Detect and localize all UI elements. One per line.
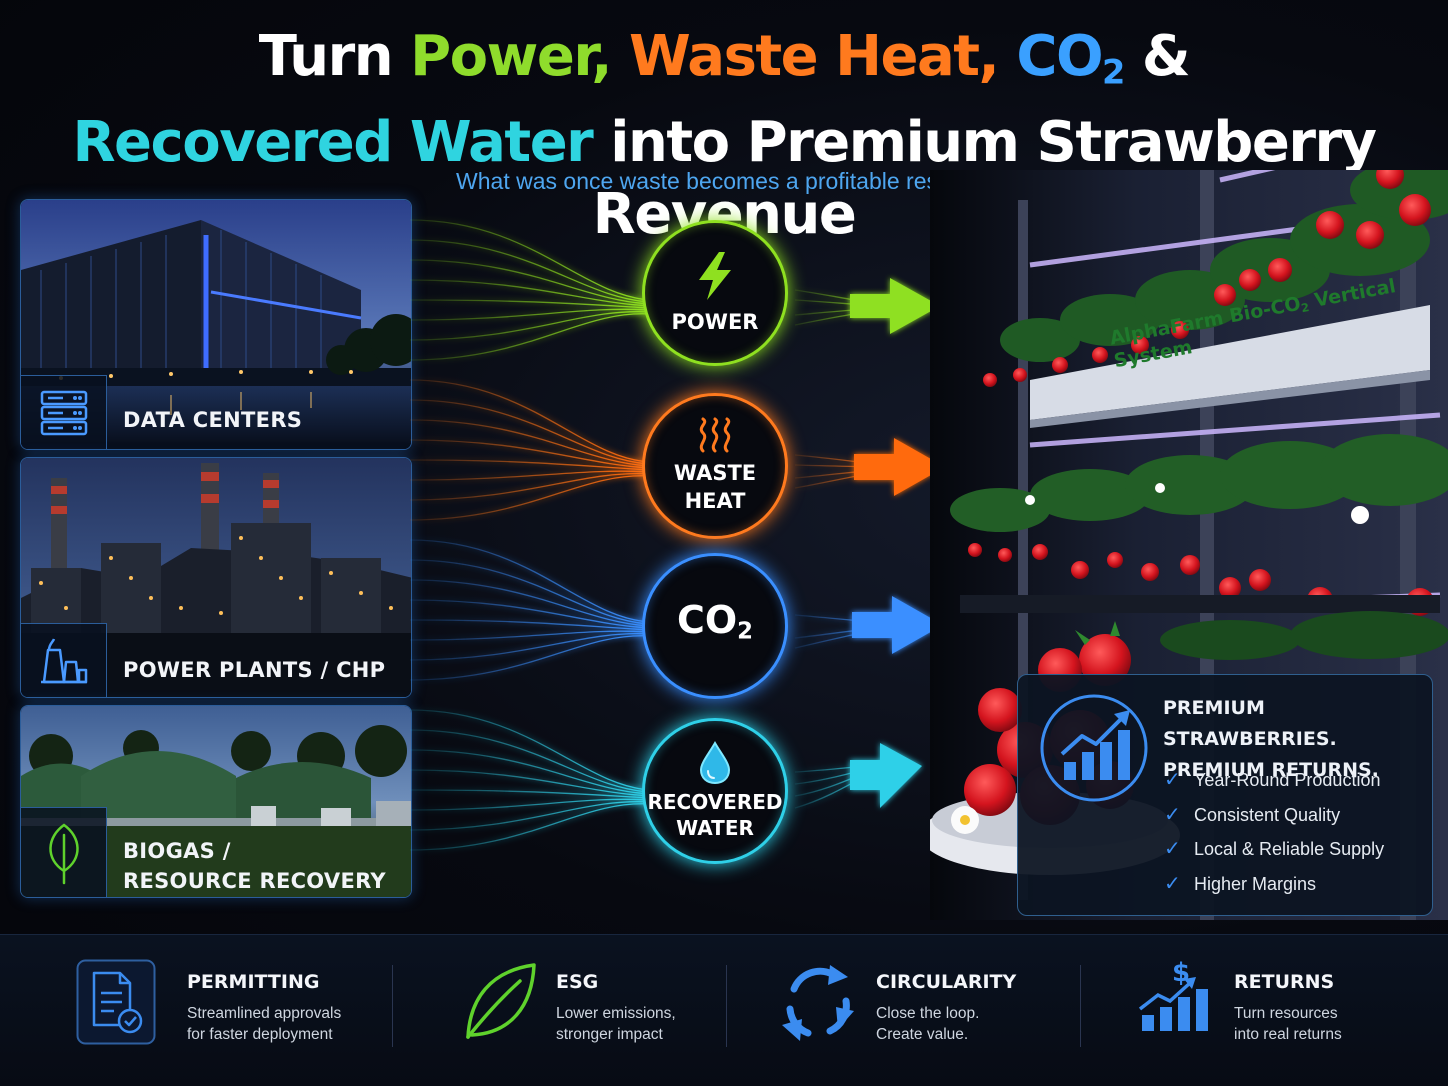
source-badge xyxy=(21,807,107,897)
leaf-icon xyxy=(48,822,79,884)
recycle-icon xyxy=(782,965,854,1041)
source-label: DATA CENTERS xyxy=(123,408,303,432)
server-icon xyxy=(40,390,87,435)
list-item: ✓Consistent Quality xyxy=(1164,798,1384,833)
resource-flow-lines xyxy=(410,219,945,851)
headline-word: Power, xyxy=(410,24,612,89)
subtitle: What was once waste becomes a profitable… xyxy=(456,168,1002,194)
heat-icon xyxy=(699,417,731,453)
resource-power: POWER xyxy=(642,220,788,366)
feature-title: PERMITTING xyxy=(187,971,320,993)
feature-title: RETURNS xyxy=(1234,971,1335,993)
feature-esg: ESG Lower emissions,stronger impact xyxy=(460,935,720,1086)
resource-recovered-water: RECOVERED WATER xyxy=(642,718,788,864)
resource-co2: CO2 xyxy=(642,553,788,699)
document-check-icon xyxy=(76,959,156,1045)
power-plant-icon xyxy=(40,637,87,683)
source-card-biogas: BIOGAS / RESOURCE RECOVERY xyxy=(20,705,412,898)
source-badge xyxy=(21,623,107,697)
resource-label: WASTE HEAT xyxy=(673,461,757,513)
vertical-farm-illustration xyxy=(930,170,1448,920)
resource-label: CO2 xyxy=(676,598,754,645)
growth-chart-icon xyxy=(1040,694,1148,802)
feature-title: CIRCULARITY xyxy=(876,971,1017,993)
lightning-icon xyxy=(699,252,731,300)
list-item: ✓Higher Margins xyxy=(1164,867,1384,902)
feature-circularity: CIRCULARITY Close the loop.Create value. xyxy=(778,935,1068,1086)
dollar-chart-icon: $ xyxy=(1138,959,1208,1031)
feature-description: Lower emissions,stronger impact xyxy=(556,1005,676,1043)
divider xyxy=(392,965,393,1047)
returns-benefits-list: ✓Year-Round Production ✓Consistent Quali… xyxy=(1164,763,1384,901)
feature-title: ESG xyxy=(556,971,599,993)
svg-text:$: $ xyxy=(1172,959,1190,988)
headline-line-1: Turn Power, Waste Heat, CO2 & xyxy=(0,22,1448,107)
resource-label: POWER xyxy=(671,310,759,334)
resource-label: RECOVERED WATER xyxy=(647,790,783,840)
divider xyxy=(1080,965,1081,1047)
feature-description: Close the loop.Create value. xyxy=(876,1005,980,1043)
headline-word: Waste Heat, xyxy=(611,24,1000,89)
divider xyxy=(726,965,727,1047)
list-item: ✓Local & Reliable Supply xyxy=(1164,832,1384,867)
source-label: BIOGAS / RESOURCE RECOVERY xyxy=(123,839,386,893)
headline-word: CO2 xyxy=(998,24,1125,92)
biogas-illustration xyxy=(21,706,411,897)
source-badge xyxy=(21,375,107,449)
returns-panel: PREMIUM STRAWBERRIES. PREMIUM RETURNS. ✓… xyxy=(1017,674,1433,916)
returns-heading: PREMIUM STRAWBERRIES. PREMIUM RETURNS. xyxy=(1163,697,1379,781)
headline-word: Recovered Water xyxy=(72,110,593,176)
source-card-data-centers: DATA CENTERS xyxy=(20,199,412,450)
leaf-icon xyxy=(466,963,536,1039)
water-drop-icon xyxy=(699,741,731,785)
list-item: ✓Year-Round Production xyxy=(1164,763,1384,798)
resource-waste-heat: WASTE HEAT xyxy=(642,393,788,539)
headline-word: & xyxy=(1123,24,1191,89)
checkmark-icon: ✓ xyxy=(1164,769,1181,791)
checkmark-icon: ✓ xyxy=(1164,803,1181,826)
checkmark-icon: ✓ xyxy=(1164,838,1181,860)
checkmark-icon: ✓ xyxy=(1164,872,1181,895)
source-label: POWER PLANTS / CHP xyxy=(123,658,386,682)
headline-word: Turn xyxy=(258,24,411,89)
source-card-power-plants: POWER PLANTS / CHP xyxy=(20,457,412,698)
